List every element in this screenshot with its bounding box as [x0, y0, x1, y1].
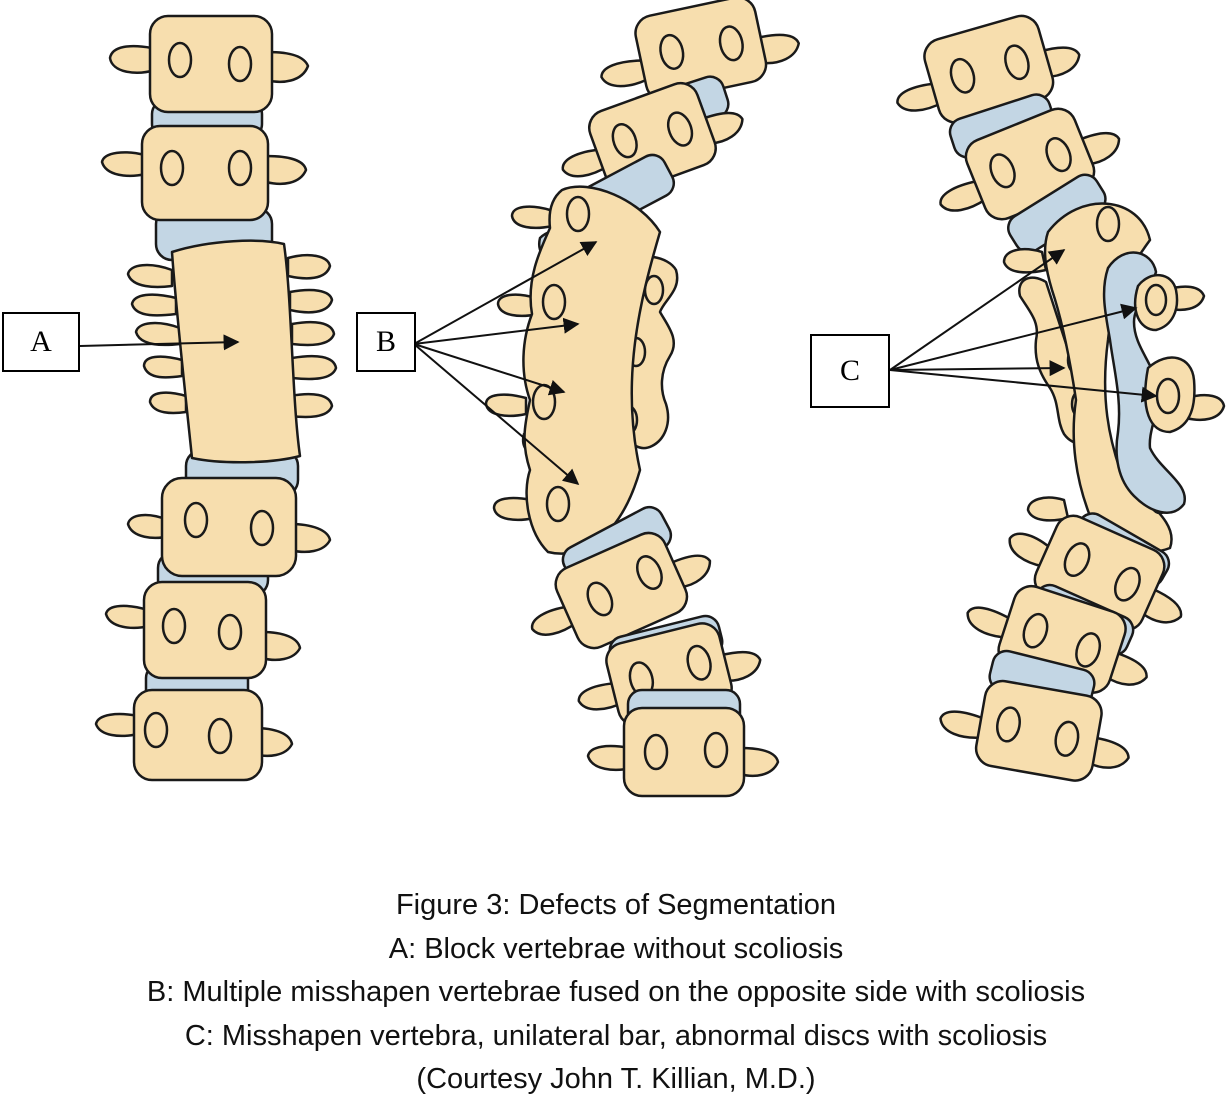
vertebra [94, 688, 294, 782]
vertebra [531, 531, 712, 650]
arrow-b2 [413, 317, 580, 345]
label-a: A [30, 325, 52, 358]
vertebra [600, 0, 801, 102]
arrow-a [79, 334, 240, 351]
misshapen-vertebra [1133, 274, 1206, 332]
arrows [79, 241, 1158, 486]
caption-line-b: B: Multiple misshapen vertebrae fused on… [146, 976, 1086, 1008]
vertebra [126, 476, 332, 578]
arrow-b1 [413, 241, 598, 345]
vertebra [896, 14, 1081, 124]
arrow-c1 [889, 249, 1066, 371]
caption-title: Figure 3: Defects of Segmentation [395, 889, 837, 921]
label-box-b: B [356, 312, 416, 372]
arrow-b3 [413, 343, 566, 396]
label-box-a: A [2, 312, 80, 372]
caption-line-c: C: Misshapen vertebra, unilateral bar, a… [184, 1019, 1048, 1052]
caption-credit: (Courtesy John T. Killian, M.D.) [416, 1063, 816, 1095]
spine-a [94, 14, 338, 782]
vertebra [104, 580, 302, 680]
arrow-c4 [889, 369, 1158, 403]
arrow-c2 [889, 303, 1138, 371]
vertebra [586, 706, 780, 798]
label-b: B [375, 325, 396, 358]
figure-caption: Figure 3: Defects of Segmentation A: Blo… [34, 884, 1198, 1102]
misshapen-vertebra [1144, 356, 1226, 434]
caption-line-a: A: Block vertebrae without scoliosis [388, 932, 844, 965]
spine-b [484, 0, 801, 798]
block-vertebra [170, 239, 302, 464]
arrow-c3 [889, 360, 1066, 377]
label-box-c: C [810, 334, 890, 408]
vertebra [100, 124, 308, 222]
fused-processes [126, 254, 338, 419]
vertebra [561, 81, 744, 195]
spine-illustration [79, 0, 1226, 798]
vertebra [939, 679, 1130, 782]
spine-c [896, 14, 1226, 782]
unilateral-bar [1043, 202, 1173, 553]
label-c: C [839, 354, 860, 387]
arrow-b4 [413, 343, 580, 486]
vertebra [108, 14, 310, 114]
